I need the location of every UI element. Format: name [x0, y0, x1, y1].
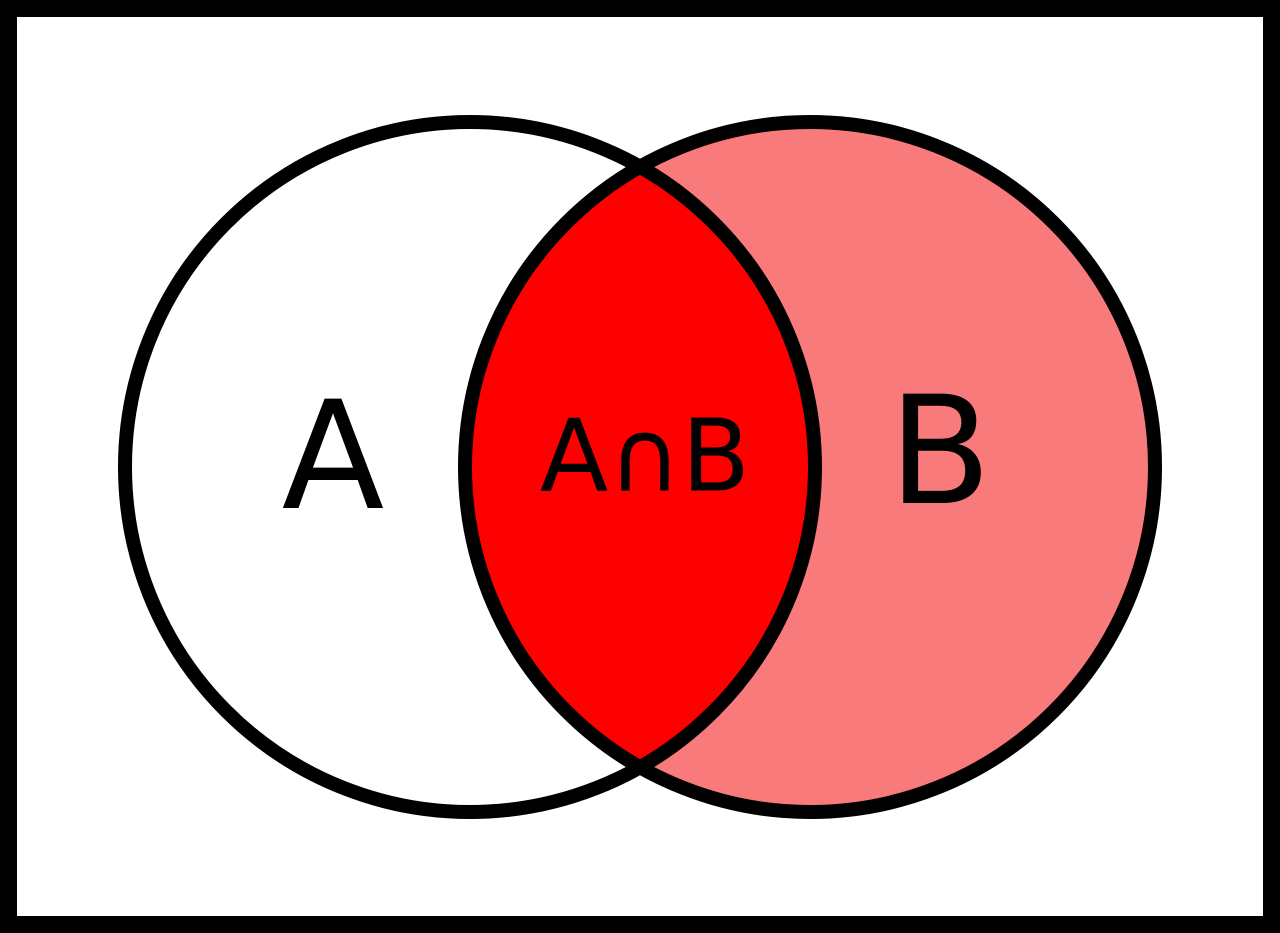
intersection-label: A∩B: [540, 397, 750, 514]
set-b-circle-outline: [458, 115, 1162, 819]
set-a-label: A: [282, 370, 385, 544]
set-a-circle-outline: [118, 115, 822, 819]
set-b-label: B: [889, 365, 992, 539]
